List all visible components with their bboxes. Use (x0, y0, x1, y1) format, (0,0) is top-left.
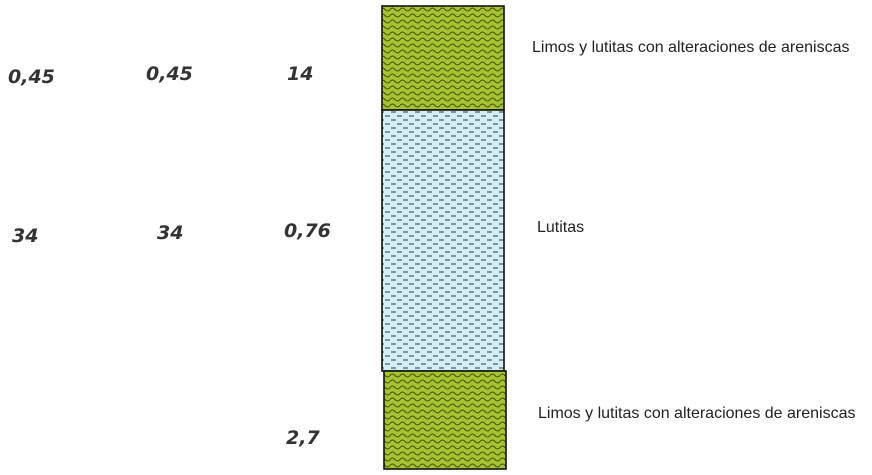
value-layer1-col3: 14 (287, 63, 314, 85)
value-layer1-col2: 0,45 (146, 63, 193, 85)
layer-limos-top (381, 5, 505, 111)
value-layer2-col3: 0,76 (284, 220, 331, 242)
description-layer1: Limos y lutitas con alteraciones de aren… (532, 39, 850, 56)
description-layer2: Lutitas (537, 219, 585, 236)
value-layer3-col3: 2,7 (286, 427, 320, 449)
layer-limos-bottom (383, 370, 507, 470)
value-layer2-col1: 34 (12, 225, 39, 247)
value-layer2-col2: 34 (157, 222, 184, 244)
description-layer3: Limos y lutitas con alteraciones de aren… (538, 405, 856, 422)
value-layer1-col1: 0,45 (8, 66, 55, 88)
layer-lutitas (381, 109, 505, 372)
